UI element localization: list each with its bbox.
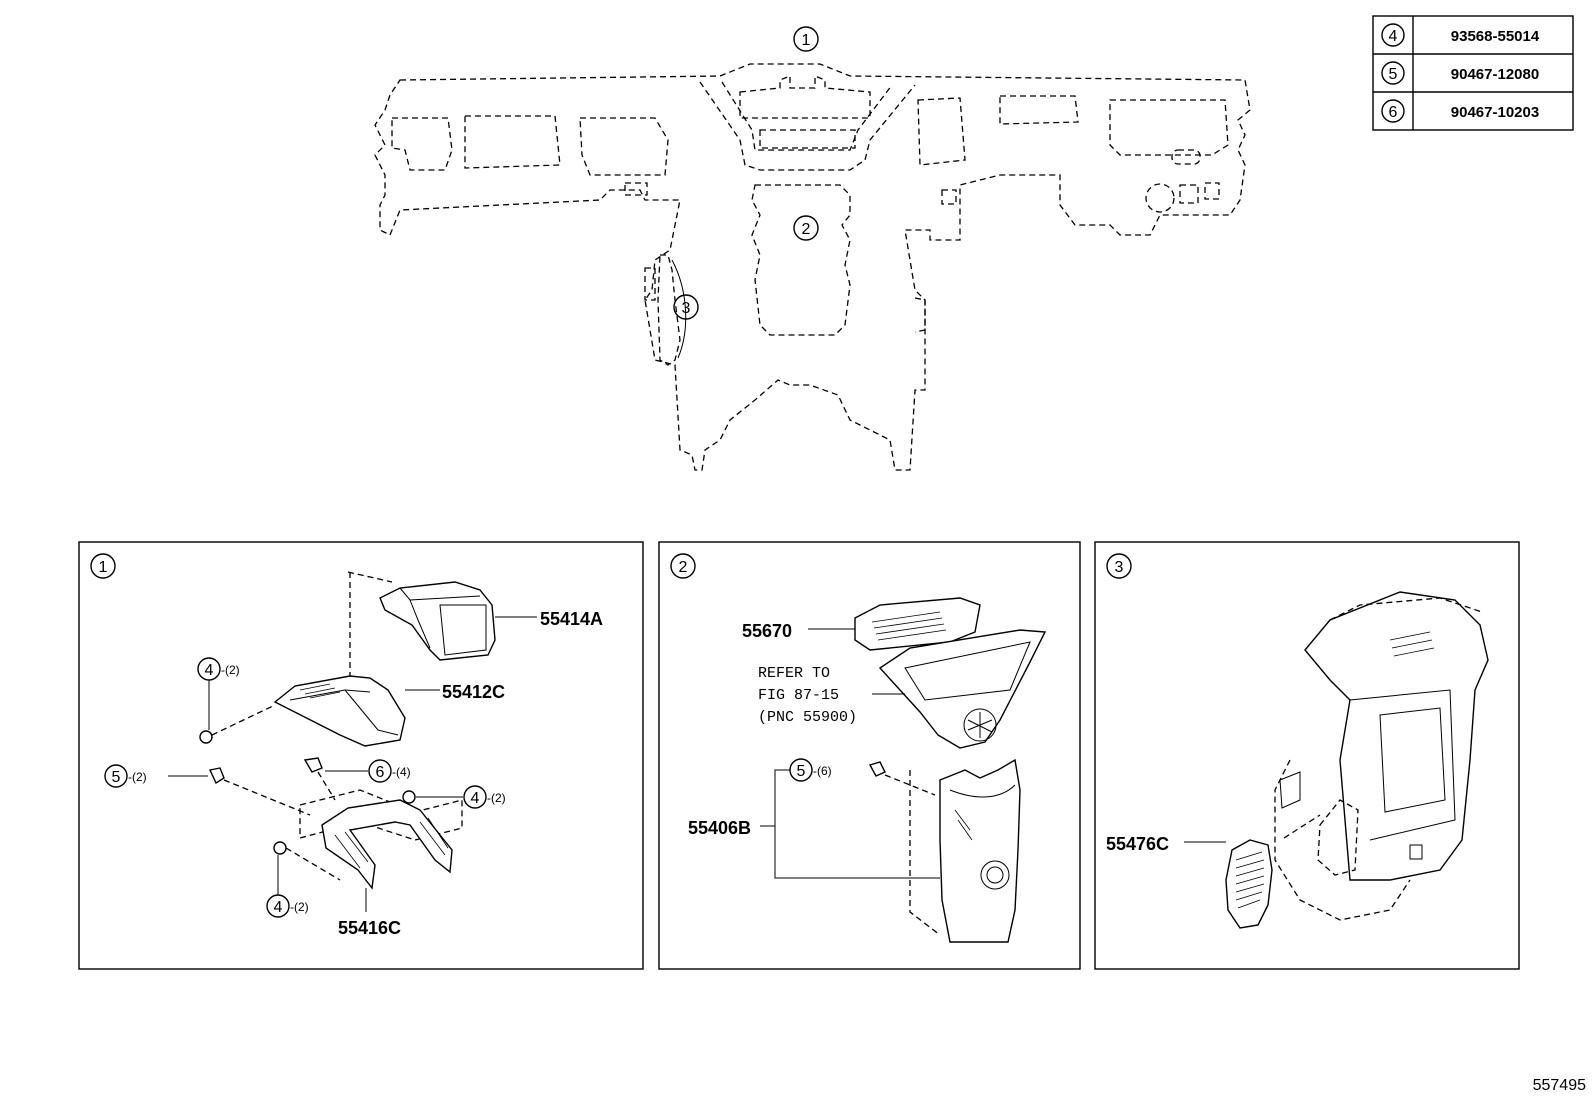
refer-note: REFER TO FIG 87-15 (PNC 55900) (758, 665, 857, 726)
legend-num: 6 (1389, 104, 1398, 121)
label-55412C: 55412C (442, 682, 505, 702)
label-55670: 55670 (742, 621, 792, 641)
fastener-5: 5 -(2) (104, 764, 311, 816)
callout-number: 1 (802, 32, 811, 49)
fastener-5-panel2: 5 -(6) (774, 758, 940, 879)
svg-text:(PNC 55900): (PNC 55900) (758, 709, 857, 726)
part-55670-drawing: 55670 (742, 597, 981, 651)
legend-table: 4 93568-55014 5 90467-12080 6 90467-1020… (1372, 15, 1574, 131)
legend-row-6: 6 90467-10203 (1381, 99, 1539, 123)
fastener-4-b: 4 -(2) (402, 785, 506, 809)
detail-panel-1: 1 55414A 55412C 4 -(2) (78, 541, 644, 970)
figure-id: 557495 (1533, 1077, 1586, 1094)
label-55416C: 55416C (338, 918, 401, 938)
label-55476C: 55476C (1106, 834, 1169, 854)
svg-text:-(6): -(6) (813, 764, 832, 778)
legend-part-no: 93568-55014 (1451, 28, 1540, 45)
panel-number: 3 (1115, 559, 1124, 576)
panel-number: 2 (679, 559, 688, 576)
svg-text:4: 4 (274, 899, 283, 916)
fastener-4-a: 4 -(2) (197, 657, 276, 744)
detail-panel-2: 2 55670 REFER TO FIG 87-15 (PNC 55900) 5… (658, 541, 1081, 970)
label-55406B: 55406B (688, 818, 751, 838)
callout-number: 3 (682, 300, 691, 317)
svg-text:-(4): -(4) (392, 765, 411, 779)
svg-text:6: 6 (376, 764, 385, 781)
svg-text:-(2): -(2) (128, 770, 147, 784)
callout-number: 2 (802, 221, 811, 238)
fastener-4-c: 4 -(2) (266, 841, 341, 918)
part-55476C-drawing: 55476C (1106, 814, 1321, 929)
overview-callout-1: 1 (793, 26, 819, 52)
svg-text:5: 5 (112, 769, 121, 786)
legend-row-4: 4 93568-55014 (1381, 23, 1540, 47)
svg-text:-(2): -(2) (487, 791, 506, 805)
legend-part-no: 90467-10203 (1451, 104, 1539, 121)
bezel-drawing (872, 629, 1047, 749)
svg-text:4: 4 (471, 790, 480, 807)
svg-text:-(2): -(2) (290, 900, 309, 914)
part-55406B-drawing: 55406B (688, 758, 1021, 943)
legend-num: 4 (1389, 28, 1398, 45)
svg-text:4: 4 (205, 662, 214, 679)
side-panel-assembly-drawing (1274, 591, 1489, 921)
overview-callout-3: 3 (673, 294, 699, 320)
svg-text:REFER TO: REFER TO (758, 665, 830, 682)
svg-text:-(2): -(2) (221, 663, 240, 677)
legend-row-5: 5 90467-12080 (1381, 61, 1539, 85)
part-55412C-drawing: 55412C (273, 675, 505, 747)
legend-num: 5 (1389, 66, 1398, 83)
part-55416C-drawing: 55416C (299, 789, 463, 938)
label-55414A: 55414A (540, 609, 603, 629)
part-55414A-drawing: 55414A (347, 571, 603, 682)
overview-callout-2: 2 (793, 215, 819, 241)
detail-panel-3: 3 55476C (1094, 541, 1520, 970)
legend-part-no: 90467-12080 (1451, 66, 1539, 83)
fastener-6: 6 -(4) (303, 757, 411, 801)
svg-text:5: 5 (797, 763, 806, 780)
dashboard-overview: 1 2 3 (374, 26, 1251, 471)
svg-text:FIG 87-15: FIG 87-15 (758, 687, 839, 704)
panel-number: 1 (99, 559, 108, 576)
